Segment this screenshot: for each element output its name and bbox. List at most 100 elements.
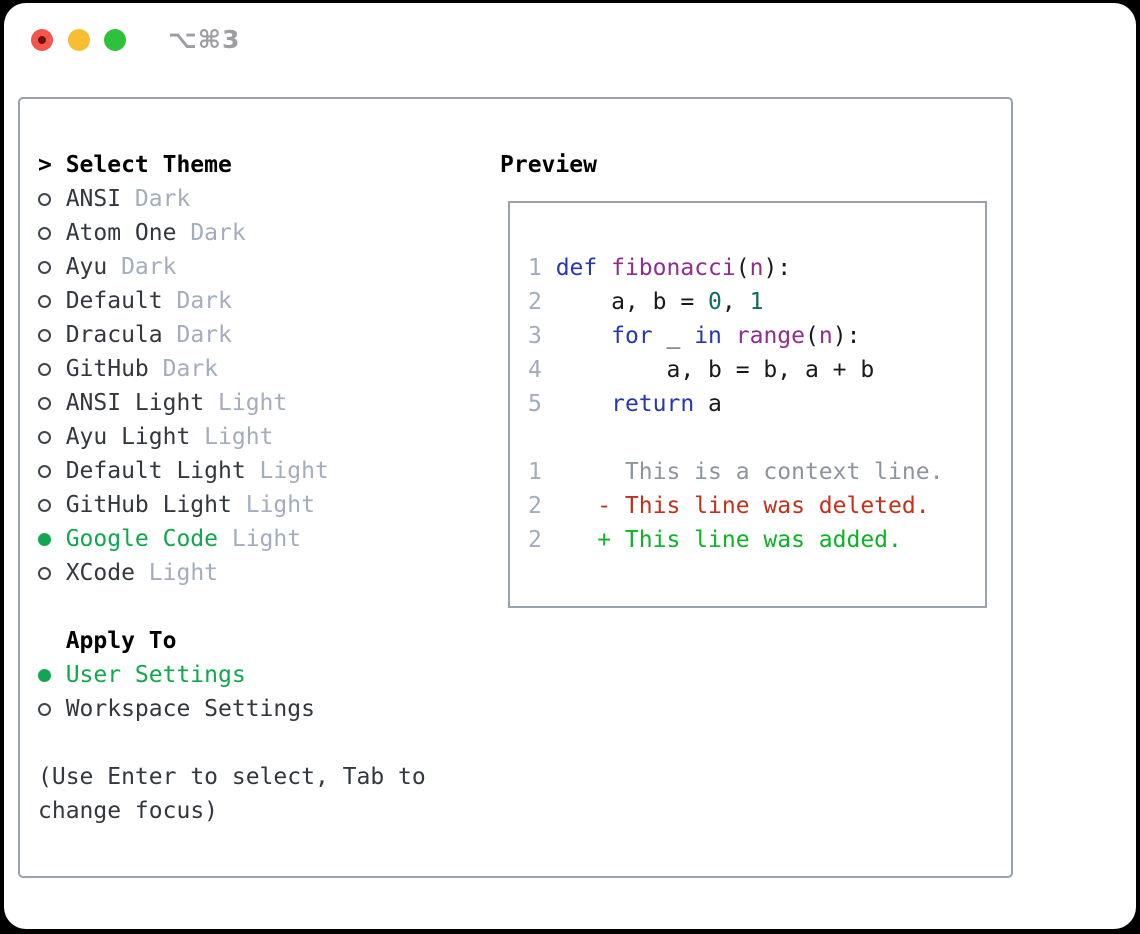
radio-icon [38,498,51,512]
theme-name: ANSI Light [65,390,205,416]
theme-option[interactable]: GitHub Light Light [38,488,440,522]
theme-option[interactable]: Ayu Light Light [38,420,440,454]
theme-variant-tag: Light [245,458,329,484]
theme-variant-tag: Light [204,390,288,416]
theme-option[interactable]: Default Light Light [38,454,440,488]
token-pl [542,255,556,281]
token-pl [542,391,611,417]
theme-variant-tag: Dark [162,322,232,348]
zoom-button-icon[interactable] [104,29,126,51]
line-number: 3 [528,323,542,349]
minimize-button-icon[interactable] [68,29,90,51]
theme-option[interactable]: Ayu Dark [38,250,440,284]
line-number: 4 [528,357,542,383]
token-fn: n [818,323,833,349]
theme-option[interactable]: Atom One Dark [38,216,440,250]
code-line: 5 return a [528,387,971,421]
token-add: + This line was added. [541,527,902,553]
theme-option[interactable]: GitHub Dark [38,352,440,386]
theme-option[interactable]: ANSI Dark [38,182,440,216]
radio-icon [38,260,51,274]
theme-option[interactable]: Google Code Light [38,522,440,556]
theme-name: Dracula [65,322,163,348]
diff-added-line: 2 + This line was added. [528,523,971,557]
theme-variant-tag: Dark [176,220,246,246]
apply-to-title: Apply To [65,628,177,654]
radio-icon [38,566,51,580]
line-number: 2 [528,527,542,553]
theme-name: Google Code [65,526,219,552]
theme-name: Default Light [65,458,246,484]
token-pl: a [694,391,722,417]
token-kw: def [555,255,598,281]
token-kw: return [611,391,695,417]
token-pl: ( [735,255,750,281]
apply-to-option[interactable]: Workspace Settings [38,692,440,726]
theme-option[interactable]: Default Dark [38,284,440,318]
theme-variant-tag: Light [190,424,274,450]
token-fn: n [749,255,764,281]
theme-option[interactable]: XCode Light [38,556,440,590]
radio-icon [38,192,51,206]
theme-variant-tag: Light [218,526,302,552]
token-kw: in [694,323,722,349]
code-line: 3 for _ in range(n): [528,319,971,353]
radio-icon [38,430,51,444]
theme-name: GitHub Light [65,492,232,518]
theme-option[interactable]: ANSI Light Light [38,386,440,420]
theme-variant-tag: Light [231,492,315,518]
radio-icon [38,362,51,376]
radio-selected-icon [38,532,51,546]
theme-name: Default [65,288,163,314]
radio-icon [38,226,51,240]
token-kw: for [611,323,653,349]
token-pl [597,255,611,281]
code-line: 2 a, b = 0, 1 [528,285,971,319]
line-number: 2 [528,493,542,519]
apply-to-header-row: Apply To [38,624,440,658]
radio-icon [38,464,51,478]
select-theme-title: Select Theme [65,152,232,178]
theme-option[interactable]: Dracula Dark [38,318,440,352]
theme-variant-tag: Dark [148,356,219,382]
line-number: 1 [528,459,542,485]
token-ctx: This is a context line. [541,459,944,485]
line-number: 1 [528,255,542,281]
diff-context-line: 1 This is a context line. [528,455,971,489]
prompt-icon: > [38,152,52,178]
theme-name: Ayu Light [65,424,191,450]
window-title: ⌥⌘3 [168,25,241,54]
theme-name: Ayu [65,254,108,280]
theme-name: Atom One [65,220,177,246]
line-number: 2 [528,289,542,315]
theme-variant-tag: Dark [107,254,177,280]
code-line: 1 def fibonacci(n): [528,251,971,285]
apply-to-label: Workspace Settings [65,696,315,722]
preview-title: Preview [500,152,597,178]
token-pl: ): [832,323,861,349]
line-number: 5 [528,391,542,417]
token-lit: 1 [749,289,764,315]
spacer [38,590,440,624]
blank-line [528,421,971,455]
select-theme-header-row: > Select Theme [38,148,440,182]
radio-selected-icon [38,668,51,682]
theme-name: ANSI [65,186,122,212]
radio-icon [38,702,51,716]
token-pl: ): [763,255,792,281]
apply-to-option[interactable]: User Settings [38,658,440,692]
close-button-icon[interactable] [31,29,53,51]
spacer [38,726,440,760]
token-fn: fibonacci [611,255,736,281]
token-pl: _ [652,323,695,349]
theme-name: XCode [65,560,135,586]
theme-name: GitHub [65,356,149,382]
radio-icon [38,294,51,308]
